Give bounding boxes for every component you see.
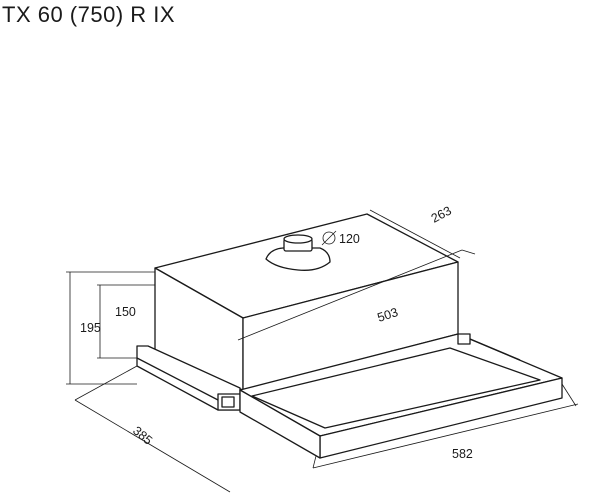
outlet-connector <box>265 234 331 271</box>
dimension-582: 582 <box>452 447 473 461</box>
dimension-150: 150 <box>115 305 136 319</box>
dimension-195: 195 <box>80 321 101 335</box>
diameter-symbol <box>321 230 337 246</box>
product-title: TX 60 (750) R IX <box>2 2 176 27</box>
pull-out-drawer <box>239 333 563 459</box>
dimension-arrows <box>69 209 579 493</box>
dimension-120: 120 <box>339 232 360 246</box>
dimension-385: 385 <box>130 424 155 448</box>
dimension-503: 503 <box>376 305 400 325</box>
dimension-263: 263 <box>429 203 454 225</box>
